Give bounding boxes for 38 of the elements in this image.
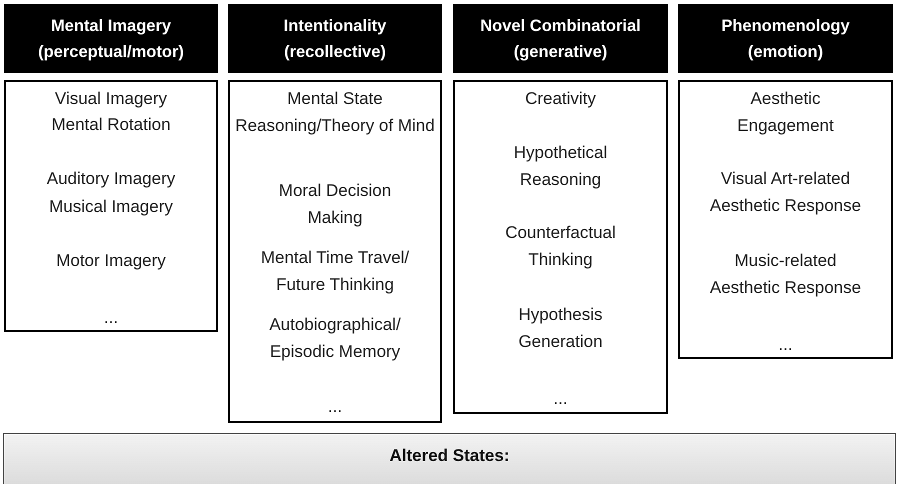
column-header [678,4,893,73]
item-text: Visual Art-related Aesthetic Response [708,168,862,217]
item-text: Visual Imagery [54,88,168,110]
header-text: Mental Imagery [50,16,172,37]
item-text: Mental Time Travel/ Future Thinking [260,247,410,296]
banner-text: Altered States: [388,445,510,467]
item-text: Music-related Aesthetic Response [708,250,862,299]
banner-bar [3,433,896,484]
header-text: Novel Combinatorial [479,16,642,37]
item-text: ... [552,388,569,410]
column-header [228,4,442,73]
item-text: Creativity [524,88,597,110]
item-text: Auditory Imagery [46,168,176,190]
item-text: Mental State Reasoning/Theory of Mind [235,88,435,137]
header-text: (recollective) [283,42,387,63]
item-text: Autobiographical/ Episodic Memory [268,314,402,363]
category-box [228,80,442,423]
category-box [453,80,668,414]
header-text: Phenomenology [720,16,851,37]
header-text: (generative) [512,42,608,63]
item-text: ... [102,307,120,329]
column-header [453,4,668,73]
item-text: ... [777,334,794,356]
header-text: Intentionality [282,16,388,37]
item-text: Musical Imagery [48,196,174,218]
item-text: Motor Imagery [55,250,167,272]
header-text: (perceptual/motor) [37,42,185,63]
item-text: Aesthetic Engagement [736,88,835,137]
item-text: Hypothesis Generation [517,304,604,353]
item-text: ... [326,396,344,418]
column-header [4,4,218,73]
category-box [678,80,893,359]
item-text: Moral Decision Making [278,180,392,229]
category-box [4,80,218,332]
item-text: Mental Rotation [50,114,172,136]
item-text: Hypothetical Reasoning [512,142,608,191]
item-text: Counterfactual Thinking [504,222,617,271]
header-text: (emotion) [746,42,824,63]
